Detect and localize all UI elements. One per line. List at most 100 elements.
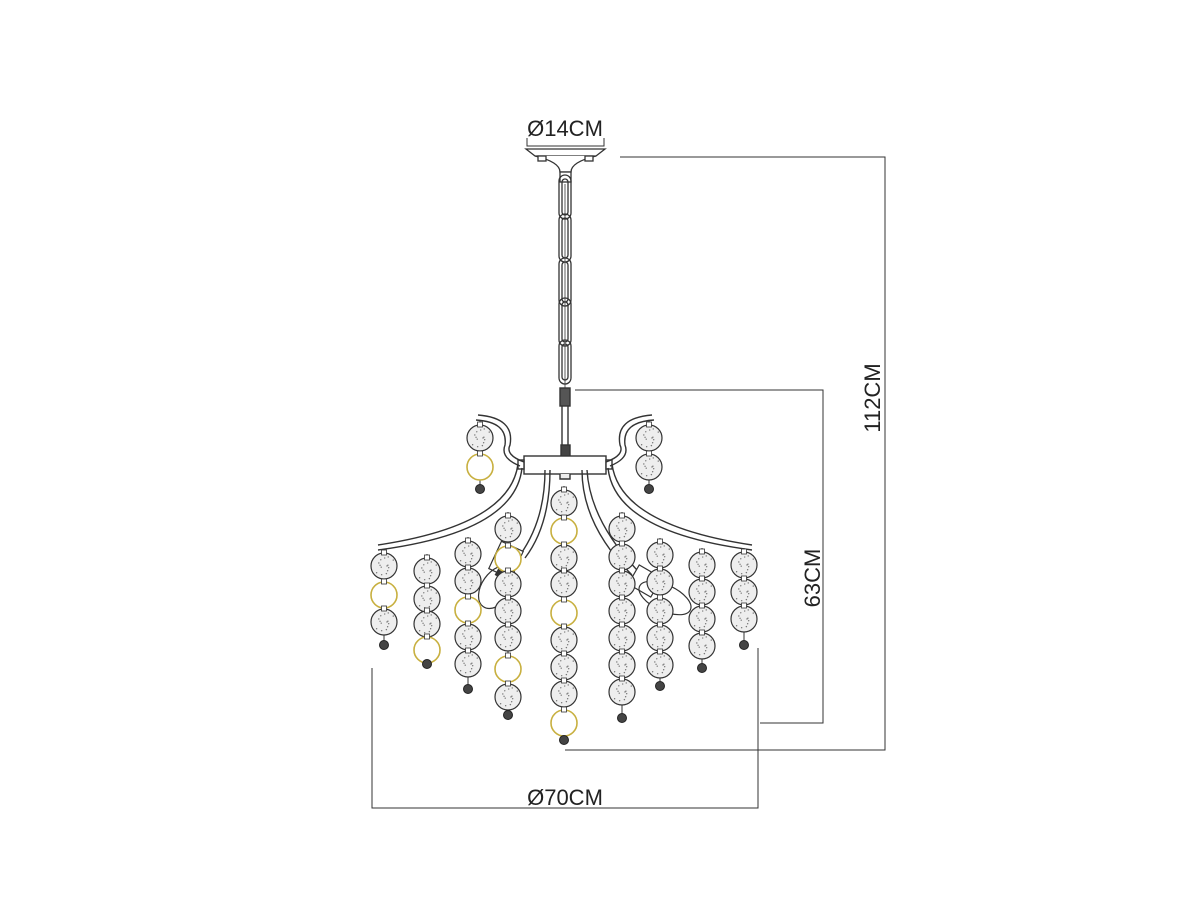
bead-sparkle: [746, 618, 748, 620]
bead-sparkle: [567, 668, 570, 670]
bead-sparkle: [747, 593, 750, 595]
bead-connector: [561, 650, 567, 657]
bead-sparkle: [483, 428, 485, 430]
bead-sparkle: [625, 574, 627, 576]
bead-sparkle: [704, 564, 706, 566]
bead-sparkle: [471, 635, 473, 637]
bead-sparkle: [618, 699, 621, 702]
bead-sparkle: [511, 527, 513, 529]
bead-sparkle: [430, 600, 433, 602]
bead-sparkle: [623, 563, 626, 566]
bead-sparkle: [697, 590, 699, 593]
bead-sparkle: [744, 610, 746, 612]
bead-sparkle: [746, 623, 749, 625]
bead-sparkle: [470, 558, 473, 560]
bead-connector: [465, 593, 471, 600]
bead-sparkle: [509, 644, 512, 647]
bead-connector: [619, 675, 625, 682]
bead-sparkle: [613, 617, 616, 619]
crystal-strand: [635, 421, 663, 494]
bead-sparkle: [698, 565, 700, 567]
bead-sparkle: [469, 670, 472, 673]
bead-sparkle: [693, 652, 696, 654]
total-height-label: 112CM: [860, 363, 885, 432]
bead-sparkle: [559, 665, 561, 668]
bead-connector: [381, 549, 387, 556]
bead-sparkle: [657, 431, 659, 433]
bead-sparkle: [625, 555, 627, 557]
bead-sparkle: [509, 703, 512, 706]
bead-sparkle: [618, 536, 621, 539]
bead-sparkle: [630, 631, 632, 633]
bead-sparkle: [560, 647, 563, 650]
bead-sparkle: [428, 577, 431, 580]
bead-sparkle: [649, 429, 651, 431]
bead-sparkle: [616, 607, 618, 609]
crystal-strand: [730, 548, 758, 650]
bead-sparkle: [421, 620, 423, 622]
bead-sparkle: [567, 559, 570, 561]
bead-sparkle: [613, 590, 616, 592]
bead-sparkle: [625, 527, 627, 529]
bead-sparkle: [511, 582, 513, 584]
bead-sparkle: [613, 563, 616, 565]
bead-sparkle: [560, 674, 563, 677]
bead-connector: [657, 621, 663, 628]
bead-sparkle: [624, 642, 627, 644]
crystal-bead: [454, 650, 482, 678]
bead-sparkle: [560, 591, 563, 594]
bead-sparkle: [572, 551, 574, 553]
bead-sparkle: [555, 509, 558, 511]
bead-sparkle: [618, 631, 620, 633]
bead-sparkle: [704, 623, 707, 625]
bead-sparkle: [423, 571, 425, 573]
bead-sparkle: [471, 582, 474, 584]
bead-sparkle: [385, 572, 388, 575]
bead-connector: [646, 450, 652, 457]
bead-sparkle: [705, 647, 708, 649]
crystal-bead: [646, 624, 674, 652]
bead-sparkle: [422, 597, 424, 600]
bead-sparkle: [698, 612, 700, 614]
bead-sparkle: [660, 573, 662, 575]
crystal-bead: [550, 653, 578, 681]
gold-ring: [370, 581, 398, 609]
bead-sparkle: [426, 562, 429, 564]
bead-connector: [619, 648, 625, 655]
bead-sparkle: [739, 590, 741, 593]
bead-sparkle: [705, 582, 707, 584]
bead-sparkle: [567, 501, 569, 503]
bead-connector: [424, 633, 430, 640]
bead-sparkle: [476, 547, 478, 549]
bead-sparkle: [663, 601, 665, 603]
bead-sparkle: [618, 692, 620, 694]
bead-sparkle: [660, 602, 662, 604]
bead-sparkle: [504, 522, 506, 524]
bead-connector: [561, 567, 567, 574]
bead-sparkle: [616, 553, 618, 555]
bead-sparkle: [746, 596, 749, 598]
crystal-bead: [635, 424, 663, 452]
bead-sparkle: [511, 687, 513, 689]
bead-sparkle: [560, 660, 562, 662]
bead-sparkle: [503, 609, 505, 612]
bead-sparkle: [710, 558, 712, 560]
bead-sparkle: [645, 438, 647, 440]
crystal-drop: [422, 659, 432, 669]
bead-connector: [699, 602, 705, 609]
bead-sparkle: [510, 637, 512, 639]
bead-sparkle: [567, 556, 569, 558]
bead-connector: [619, 567, 625, 574]
bead-sparkle: [662, 610, 664, 612]
bead-sparkle: [693, 571, 696, 573]
bead-sparkle: [656, 645, 659, 648]
bead-sparkle: [555, 646, 558, 648]
bead-sparkle: [566, 639, 568, 641]
crystal-strand: [494, 512, 522, 720]
bead-connector: [465, 647, 471, 654]
bead-sparkle: [663, 556, 666, 558]
bead-sparkle: [704, 645, 706, 647]
bead-sparkle: [617, 663, 619, 666]
bead-sparkle: [470, 636, 472, 638]
bead-sparkle: [738, 588, 740, 590]
